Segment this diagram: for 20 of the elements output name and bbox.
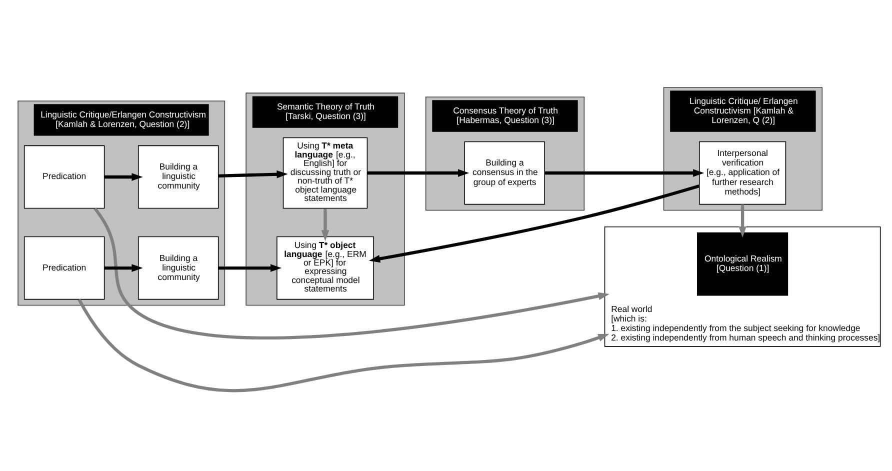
- arrow: [218, 170, 288, 178]
- arrow: [94, 207, 610, 339]
- arrow: [544, 168, 704, 176]
- node-box: Predication: [24, 144, 105, 208]
- arrow: [104, 264, 143, 272]
- arrow: [368, 184, 700, 262]
- node-box: Interpersonal verification [e.g., application of further research methods]: [699, 140, 786, 204]
- arrow: [218, 264, 282, 272]
- node-box: Building a linguistic community: [138, 144, 219, 208]
- node-box: Building a consensus in the group of experts: [464, 140, 545, 204]
- arrow: [78, 298, 610, 392]
- arrow: [104, 172, 143, 180]
- node-box: Predication: [24, 236, 105, 300]
- arrow: [321, 208, 330, 241]
- node-box: Building a linguistic community: [138, 236, 219, 300]
- node-box: Using T* meta language [e.g., English] for discussing truth or non-truth of T* object language statements: [282, 136, 368, 208]
- arrow: [367, 168, 470, 176]
- node-box: Using T* object language [e.g., ERM or EPK] for expressing conceptual model statements: [276, 236, 374, 300]
- node-box: Ontological Realism [Question (1)]: [697, 232, 788, 296]
- arrow: [738, 204, 746, 238]
